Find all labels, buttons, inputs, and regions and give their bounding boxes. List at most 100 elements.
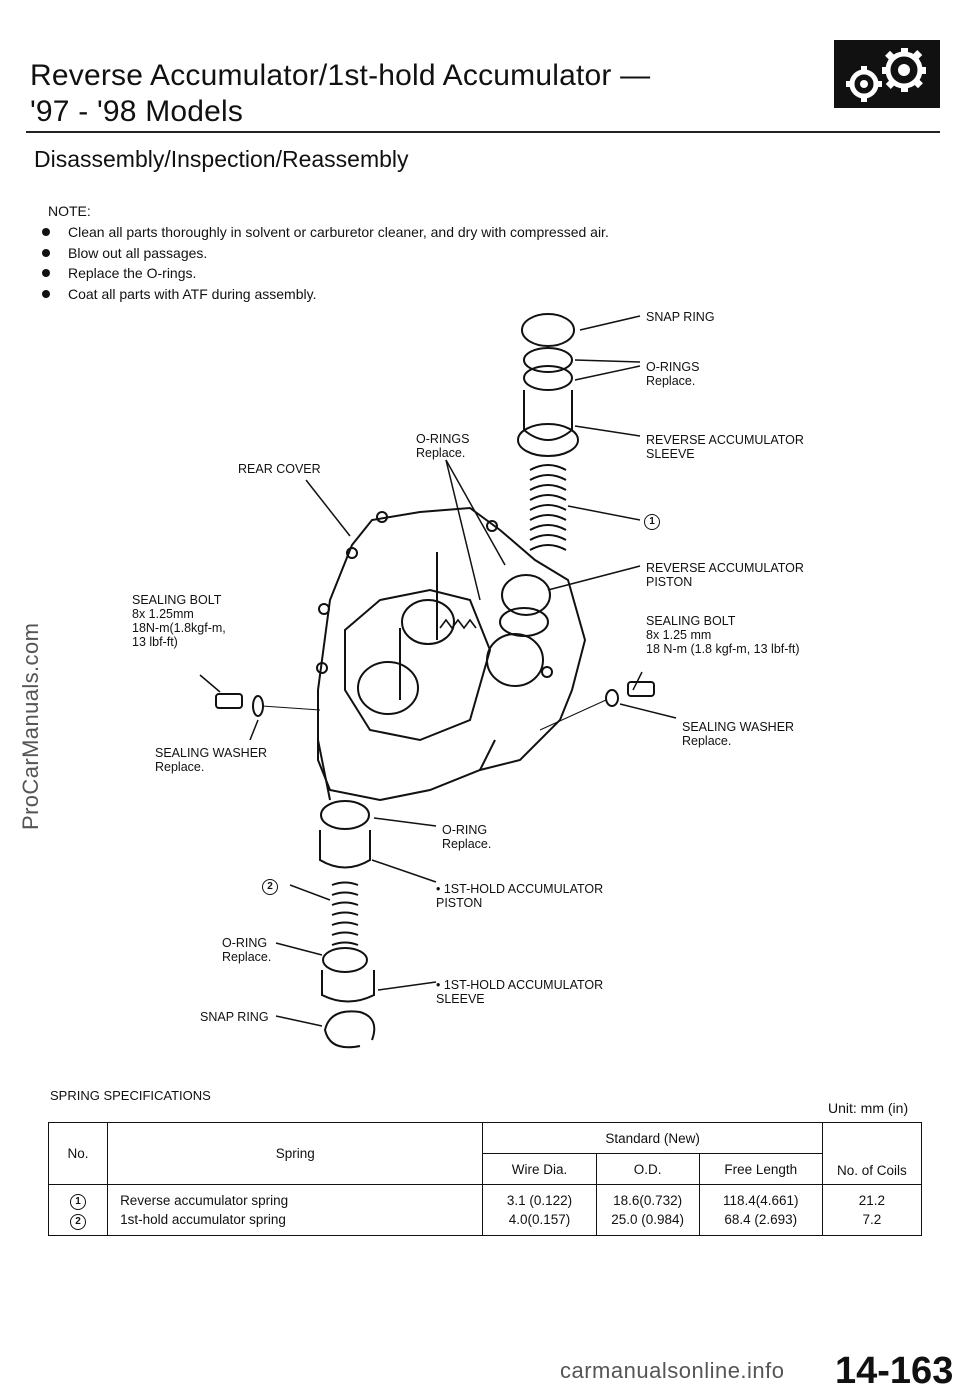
hold-piston [319, 830, 371, 869]
leader [289, 884, 331, 901]
leader [619, 703, 677, 719]
table-row: 1 2 Reverse accumulator spring 1st-hold … [47, 1184, 923, 1236]
leader [305, 479, 351, 537]
leader [445, 459, 506, 566]
bolt-hole [346, 547, 358, 559]
exploded-diagram [199, 313, 677, 1049]
rev-acc-spring [529, 464, 567, 551]
bolt-hole [486, 520, 498, 532]
side-watermark: ProCarManuals.com [18, 622, 43, 830]
leader [373, 817, 437, 827]
wire-value: 4.0(0.157) [508, 1212, 571, 1227]
label-rev-acc-sleeve: REVERSE ACCUMULATOR SLEEVE [646, 433, 804, 461]
label-circle-1: 1 [644, 513, 660, 530]
label-sealing-washer-left: SEALING WASHER Replace. [155, 746, 268, 774]
label-snap-ring-bottom: SNAP RING [200, 1010, 269, 1024]
hold-sleeve [321, 970, 375, 1003]
cell-free-length: 118.4(4.661) 68.4 (2.693) [698, 1184, 823, 1236]
leader [199, 674, 221, 693]
note-item: Replace the O-rings. [38, 263, 609, 284]
cell-no: 1 2 [47, 1184, 109, 1236]
wire-value: 3.1 (0.122) [506, 1193, 573, 1208]
snap-ring-top [521, 313, 575, 347]
rev-acc-piston [501, 574, 551, 616]
oring-bottom-1 [320, 800, 370, 830]
header-free-length: Free Length [698, 1153, 823, 1185]
leader [249, 719, 259, 741]
label-sealing-bolt-right: SEALING BOLT 8x 1.25 mm 18 N-m (1.8 kgf-… [646, 614, 800, 656]
note-item: Clean all parts thoroughly in solvent or… [38, 222, 609, 243]
oring-top-1 [523, 347, 573, 373]
page-title: Reverse Accumulator/1st-hold Accumulator… [30, 58, 650, 130]
sealing-washer-right [605, 689, 619, 707]
leader [574, 425, 641, 437]
sealing-bolt-left [215, 693, 243, 709]
title-line-2: '97 - '98 Models [30, 95, 244, 128]
gear-icon [834, 40, 940, 108]
label-circle-2: 2 [262, 878, 278, 895]
cell-coils: 21.2 7.2 [821, 1184, 923, 1236]
label-oring-mid2: O-RING Replace. [442, 823, 492, 851]
label-orings-mid: O-RINGS Replace. [416, 432, 470, 460]
header-od: O.D. [595, 1153, 700, 1185]
rear-cover [317, 506, 587, 802]
spring-spec-table: No. Spring Standard (New) No. of Coils W… [47, 1122, 923, 1236]
header-no: No. [47, 1122, 109, 1185]
leader [377, 981, 437, 991]
rev-acc-piston-base [499, 607, 549, 637]
label-sealing-washer-right: SEALING WASHER Replace. [682, 720, 795, 748]
leader [632, 671, 643, 691]
note-item: Blow out all passages. [38, 243, 609, 264]
cell-od: 18.6(0.732) 25.0 (0.984) [595, 1184, 700, 1236]
label-hold-piston: • 1ST-HOLD ACCUMULATOR PISTON [436, 882, 604, 910]
spec-unit: Unit: mm (in) [828, 1100, 909, 1116]
label-sealing-bolt-left: SEALING BOLT 8x 1.25mm 18N-m(1.8kgf-m, 1… [132, 593, 226, 649]
oring-top-2 [523, 365, 573, 391]
od-value: 25.0 (0.984) [611, 1212, 685, 1227]
leader [275, 942, 323, 956]
footer-watermark: carmanualsonline.info [560, 1358, 785, 1383]
label-rev-acc-piston: REVERSE ACCUMULATOR PISTON [646, 561, 804, 589]
rev-acc-sleeve [523, 390, 573, 441]
coils-value: 21.2 [858, 1193, 886, 1208]
note-item: Coat all parts with ATF during assembly. [38, 284, 609, 305]
label-oring-low: O-RING Replace. [222, 936, 272, 964]
note-list: Clean all parts thoroughly in solvent or… [38, 222, 609, 304]
header-standard: Standard (New) [482, 1122, 823, 1154]
bolt-axis-left [261, 705, 321, 711]
rev-acc-sleeve-lip [517, 423, 579, 457]
spec-title: SPRING SPECIFICATIONS [50, 1088, 211, 1103]
label-orings-top: O-RINGS Replace. [646, 360, 700, 388]
row-number: 1 [70, 1194, 87, 1210]
title-line-1: Reverse Accumulator/1st-hold Accumulator… [30, 59, 651, 92]
title-divider [26, 131, 940, 133]
header-wire: Wire Dia. [482, 1153, 597, 1185]
bolt-hole [316, 662, 328, 674]
leader [574, 359, 641, 363]
sealing-bolt-right [627, 681, 655, 697]
label-snap-ring-top: SNAP RING [646, 310, 715, 324]
gear-teeth [439, 618, 477, 630]
leader [579, 315, 641, 331]
row-number: 2 [70, 1214, 87, 1230]
housing-edge [479, 739, 496, 771]
leader [275, 1015, 323, 1027]
label-hold-sleeve: • 1ST-HOLD ACCUMULATOR SLEEVE [436, 978, 604, 1006]
free-length-value: 118.4(4.661) [723, 1193, 799, 1208]
sealing-washer-left [252, 695, 264, 717]
page-number: 14-163 [835, 1350, 954, 1392]
circle-number-1: 1 [644, 514, 660, 530]
leader [574, 365, 641, 381]
leader [547, 565, 641, 591]
section-heading: Disassembly/Inspection/Reassembly [34, 146, 409, 172]
label-rear-cover: REAR COVER [238, 462, 321, 476]
snap-ring-bottom [323, 1010, 376, 1049]
bolt-hole [376, 511, 388, 523]
housing-edge [317, 739, 331, 801]
bolt-hole [318, 603, 330, 615]
hold-spring [331, 881, 359, 946]
bolt-axis-right [539, 699, 607, 731]
spring-name: Reverse accumulator spring [120, 1193, 289, 1208]
leader [445, 459, 481, 601]
header-coils: No. of Coils [821, 1122, 923, 1185]
